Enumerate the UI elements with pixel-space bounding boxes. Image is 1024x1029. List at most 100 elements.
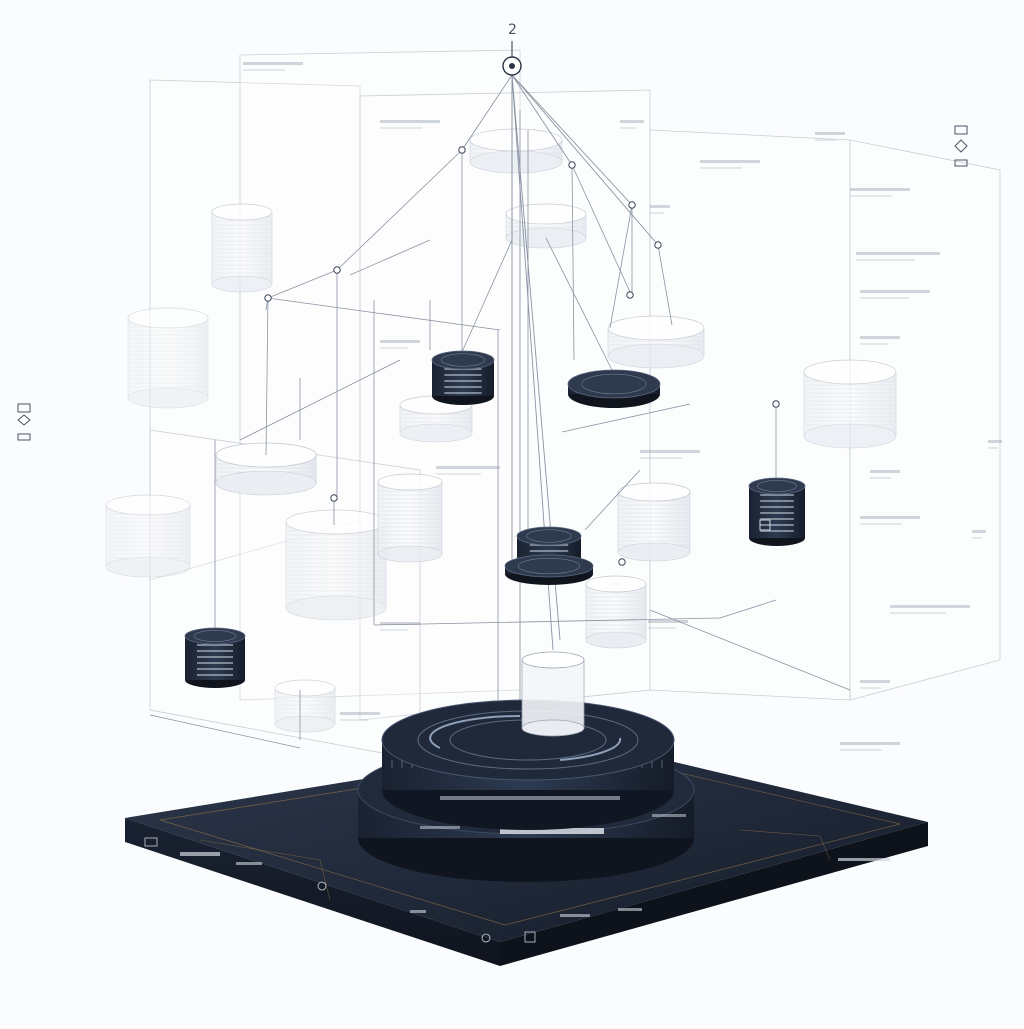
panel-text-line	[860, 290, 930, 293]
database-icon	[17, 125, 968, 441]
panel-text-line	[436, 473, 481, 475]
pin-node	[458, 146, 466, 154]
connector-line	[511, 74, 633, 206]
platform-icon	[144, 837, 158, 847]
pin-node	[618, 558, 626, 566]
connector-line	[511, 74, 573, 166]
panel-text-line	[650, 205, 670, 208]
ghost-cylinder	[211, 203, 273, 293]
dark-stack-left	[431, 350, 495, 405]
panel-text-line	[972, 537, 982, 539]
connector-line	[609, 204, 633, 329]
panel-text-line	[988, 447, 998, 449]
panel-text-line	[243, 62, 303, 65]
translucent-panel	[849, 139, 1001, 701]
panel-text-line	[340, 719, 368, 721]
panel-text-line	[648, 627, 676, 629]
dark-stack-low-left	[184, 627, 246, 688]
panel-text-line	[700, 167, 742, 169]
ghost-cylinder	[803, 359, 897, 449]
panel-text-line	[860, 523, 902, 525]
panel-text-line	[860, 687, 881, 689]
panel-text-line	[860, 336, 900, 339]
panel-text-line	[640, 457, 682, 459]
panel-text-line	[870, 477, 891, 479]
pin-node	[626, 291, 634, 299]
panel-text-line	[815, 132, 845, 135]
panel-text-line	[860, 680, 890, 683]
panel-text-line	[620, 120, 644, 123]
ghost-cylinder	[127, 307, 209, 409]
connector-line	[149, 714, 301, 749]
connector-line	[336, 149, 463, 271]
ghost-cylinder	[469, 128, 563, 174]
panel-text-line	[988, 440, 1002, 443]
panel-text-line	[890, 605, 970, 608]
connector-line	[545, 237, 615, 375]
connector-line	[267, 269, 338, 299]
panel-text-line	[860, 343, 888, 345]
connector-line	[461, 74, 513, 151]
ghost-cylinder	[607, 315, 705, 369]
ring-text-line	[440, 796, 620, 800]
base-cylinder-stack	[357, 699, 695, 882]
connector-line	[719, 599, 777, 619]
panel-text-line	[620, 127, 637, 129]
connector-lines	[149, 74, 851, 749]
connector-line	[649, 609, 851, 691]
ghost-cylinder	[505, 203, 587, 249]
connector-line	[657, 244, 673, 326]
connector-line	[349, 239, 431, 276]
top-label: 2	[508, 22, 517, 38]
panel-text-line	[640, 450, 700, 453]
panel-text-line	[860, 516, 920, 519]
connector-line	[373, 617, 721, 626]
ghost-cylinder	[274, 679, 336, 733]
ghost-cylinder	[585, 575, 647, 649]
connector-line	[461, 239, 513, 353]
translucent-panels	[149, 49, 1002, 761]
panel-text-line	[856, 252, 940, 255]
connector-line	[571, 164, 575, 361]
connector-line	[511, 74, 659, 246]
pin-node	[628, 201, 636, 209]
panel-text-line	[380, 127, 422, 129]
panel-text-line	[650, 212, 664, 214]
panel-text-line	[856, 259, 915, 261]
dark-node-group	[184, 350, 806, 688]
panel-text-line	[840, 742, 900, 745]
ring-icon	[502, 41, 522, 76]
dark-stack-center-disc	[504, 554, 594, 585]
ghost-cylinder	[285, 509, 387, 621]
connector-line	[561, 403, 691, 433]
ghost-cylinders	[105, 128, 897, 733]
panel-text-line	[380, 622, 420, 625]
connector-line	[267, 297, 501, 331]
panel-text-line	[700, 160, 760, 163]
ghost-cylinder	[377, 473, 443, 563]
panel-text-line	[972, 530, 986, 533]
panel-text-line	[850, 195, 892, 197]
pin-node	[772, 400, 780, 408]
panel-text-line	[648, 620, 688, 623]
connector-line	[265, 297, 269, 456]
panel-text-line	[380, 347, 408, 349]
panel-text-line	[340, 712, 380, 715]
panel-text-line	[840, 749, 882, 751]
badge-icon	[759, 519, 771, 531]
panel-text-line	[890, 612, 946, 614]
panel-text-line	[380, 120, 440, 123]
pin-node	[330, 494, 338, 502]
ghost-cylinder	[105, 494, 191, 578]
panel-text-line	[815, 139, 836, 141]
ghost-cylinder	[617, 482, 691, 562]
panel-text-line	[380, 629, 408, 631]
pin-node	[568, 161, 576, 169]
dark-disc-right	[567, 369, 661, 408]
panel-text-line	[860, 297, 909, 299]
panel-text-line	[870, 470, 900, 473]
pin-node	[333, 266, 341, 274]
pin-node	[654, 241, 662, 249]
